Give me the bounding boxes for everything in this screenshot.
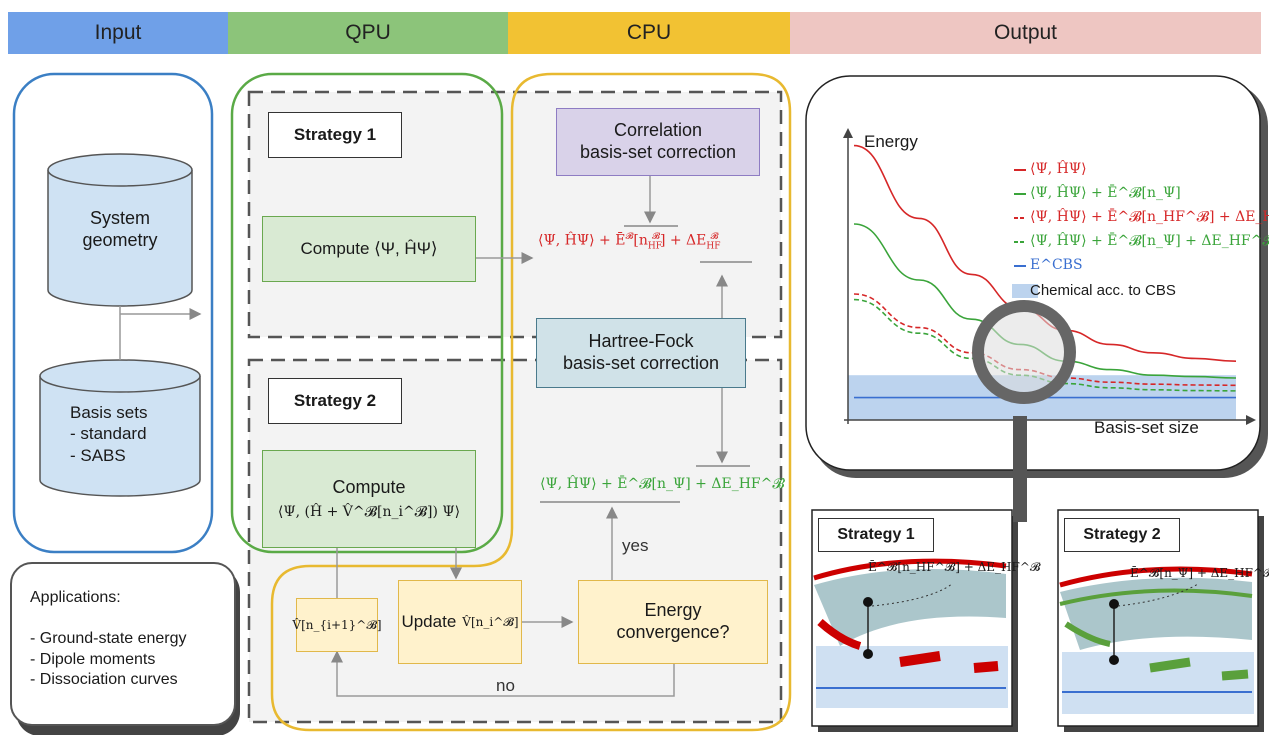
formula-part: 𝓑 (625, 232, 634, 242)
hartree-fock-correction-box: Hartree-Fock basis-set correction (536, 318, 746, 388)
header-cpu-label: CPU (626, 21, 672, 44)
update-formula: V̂[n_i^𝓑] (462, 614, 519, 629)
convergence-line1: Energy (644, 600, 702, 621)
update-potential-box: Update V̂[n_i^𝓑] (398, 580, 522, 664)
yes-label: yes (622, 536, 649, 555)
header-cpu: CPU (508, 12, 790, 54)
applications-item: - Dipole moments (30, 650, 156, 668)
header-qpu-label: QPU (345, 21, 391, 44)
header-output-label: Output (993, 21, 1058, 44)
basis-line3: - SABS (70, 445, 126, 465)
strategy1-label: Strategy 1 (268, 112, 402, 158)
formula-part: ] + ΔE (659, 232, 707, 249)
system-geometry-label: System geometry (48, 200, 192, 260)
qpu-frame (230, 72, 504, 554)
database-cylinder-icon (47, 153, 193, 307)
energy-convergence-box: Energy convergence? (578, 580, 768, 664)
legend-item: ⟨Ψ, ĤΨ⟩ + Ē^𝓑[n_Ψ] (1030, 184, 1181, 201)
formula-part: [n (633, 232, 648, 249)
chart-xlabel: Basis-set size (1094, 418, 1199, 437)
applications-item: - Ground-state energy (30, 629, 187, 647)
legend-label: ⟨Ψ, ĤΨ⟩ + Ē^𝓑[n_Ψ] + ΔE_HF^𝓑 (1030, 233, 1269, 249)
chart-ylabel: Energy (864, 132, 918, 151)
basis-line1: Basis sets (70, 403, 148, 422)
strategy2-label: Strategy 2 (268, 378, 402, 424)
hf-line1: Hartree-Fock (588, 331, 694, 352)
legend-label: ⟨Ψ, ĤΨ⟩ + Ē^𝓑[n_Ψ] (1030, 185, 1181, 201)
strategy2-result-formula: ⟨Ψ, ĤΨ⟩ + Ē^𝓑[n_Ψ] + ΔE_HF^𝓑 (540, 476, 785, 492)
formula-part: 𝓑 (710, 232, 719, 242)
correlation-line1: Correlation (613, 120, 703, 141)
inset-strategy1-label: Strategy 1 (818, 518, 934, 552)
legend-label: ⟨Ψ, ĤΨ⟩ (1030, 161, 1087, 177)
formula-part: 𝓑 (651, 232, 660, 242)
chart-panel (805, 75, 1261, 471)
basis-line2: - standard (70, 424, 147, 444)
convergence-line2: convergence? (616, 622, 730, 642)
compute-energy-box: Compute ⟨Ψ, ĤΨ⟩ (262, 216, 476, 282)
header-qpu: QPU (228, 12, 508, 54)
next-potential-formula: V̂[n_{i+1}^𝓑] (292, 617, 382, 632)
geometry-line1: System (89, 208, 150, 229)
legend-item: Chemical acc. to CBS (1030, 282, 1176, 299)
header-input: Input (8, 12, 228, 54)
inset-strategy2-label: Strategy 2 (1064, 518, 1180, 552)
input-frame (12, 72, 214, 554)
correlation-line2: basis-set correction (579, 142, 737, 162)
next-potential-box: V̂[n_{i+1}^𝓑] (292, 598, 382, 652)
geometry-line2: geometry (82, 230, 158, 250)
legend-item: ⟨Ψ, ĤΨ⟩ + Ē^𝓑[n_Ψ] + ΔE_HF^𝓑 (1030, 232, 1269, 249)
legend-item: ⟨Ψ, ĤΨ⟩ + Ē^𝓑[n_HF^𝓑] + ΔE_HF^𝓑 (1030, 208, 1269, 225)
y-axis-arrow (843, 128, 853, 138)
header-output: Output (790, 12, 1261, 54)
inset-strategy1-formula: Ē^𝓑[n_HF^𝓑] + ΔE_HF^𝓑 (868, 560, 1041, 574)
legend-marker-band (1012, 284, 1038, 298)
legend-label: Chemical acc. to CBS (1030, 282, 1176, 299)
compute-title: Compute (332, 476, 406, 497)
applications-item: - Dissociation curves (30, 671, 178, 689)
no-label: no (496, 676, 515, 695)
database-cylinder-icon (39, 359, 201, 497)
legend-label: ⟨Ψ, ĤΨ⟩ + Ē^𝓑[n_HF^𝓑] + ΔE_HF^𝓑 (1030, 209, 1269, 225)
x-axis-arrow (1246, 415, 1256, 425)
legend-item: ⟨Ψ, ĤΨ⟩ (1030, 160, 1087, 177)
formula-part: HF (647, 241, 662, 252)
formula-part: + Ē (594, 232, 626, 249)
cpu-frame (270, 72, 792, 732)
hf-line2: basis-set correction (562, 353, 720, 373)
inset-strategy2-formula: Ē^𝓑[n_Ψ] + ΔE_HF^𝓑 (1130, 566, 1269, 580)
correlation-correction-box: Correlation basis-set correction (556, 108, 760, 176)
compute-energy-label: Compute ⟨Ψ, ĤΨ⟩ (300, 238, 438, 258)
basis-sets-label: Basis sets - standard - SABS (70, 402, 200, 466)
applications-box: Applications: - Ground-state energy - Di… (10, 562, 236, 726)
header-input-label: Input (94, 21, 142, 44)
formula-part: HF (706, 241, 721, 252)
legend-label: E^CBS (1030, 257, 1083, 273)
compute-formula: ⟨Ψ, (Ĥ + V̂^𝓑[n_i^𝓑]) Ψ⟩ (277, 504, 461, 521)
strategy1-result-formula: ⟨Ψ, ĤΨ⟩ + Ē𝓑[nHF𝓑] + ΔEHF𝓑 (538, 232, 778, 251)
applications-title: Applications: (30, 589, 121, 606)
formula-part: ⟨Ψ, ĤΨ⟩ (538, 232, 595, 249)
compute-potential-box: Compute ⟨Ψ, (Ĥ + V̂^𝓑[n_i^𝓑]) Ψ⟩ (262, 450, 476, 548)
legend-item: E^CBS (1030, 256, 1083, 273)
magnifying-glass-icon (972, 300, 1076, 522)
update-prefix: Update (401, 611, 457, 631)
